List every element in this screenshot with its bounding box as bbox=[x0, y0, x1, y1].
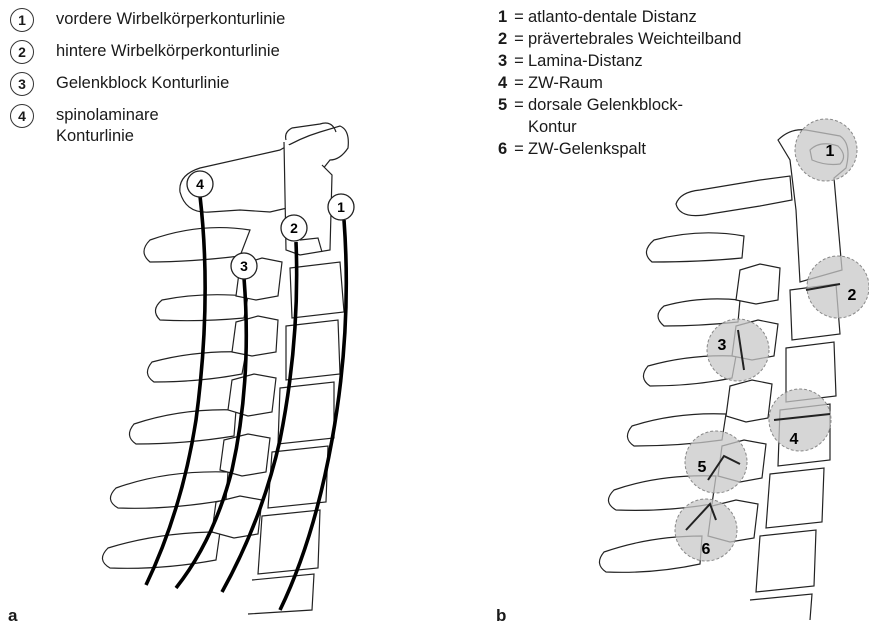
marker-a-1-label: 1 bbox=[337, 199, 345, 215]
panel-label-a: a bbox=[8, 606, 17, 626]
marker-a-2-label: 2 bbox=[290, 220, 298, 236]
atlas-b bbox=[676, 176, 792, 216]
panel-label-b: b bbox=[496, 606, 506, 626]
marker-a-1: 1 bbox=[328, 194, 354, 220]
region-b-1-label: 1 bbox=[826, 143, 835, 160]
region-b-3-label: 3 bbox=[718, 337, 727, 354]
marker-a-4-label: 4 bbox=[196, 176, 204, 192]
region-b-2-label: 2 bbox=[848, 287, 857, 304]
region-b-1: 1 bbox=[795, 119, 857, 181]
marker-a-2: 2 bbox=[281, 215, 307, 241]
marker-a-3-label: 3 bbox=[240, 258, 248, 274]
cervical-spine-b: 1 2 3 4 5 6 bbox=[599, 119, 869, 620]
region-b-6-label: 6 bbox=[702, 541, 711, 558]
marker-a-3: 3 bbox=[231, 253, 257, 279]
region-b-4-label: 4 bbox=[790, 431, 799, 448]
region-b-5: 5 bbox=[685, 431, 747, 493]
region-b-3: 3 bbox=[707, 319, 769, 381]
region-b-6: 6 bbox=[675, 499, 737, 561]
cervical-spine-a: 4 3 2 1 bbox=[102, 123, 354, 614]
region-b-4: 4 bbox=[769, 389, 831, 451]
marker-a-4: 4 bbox=[187, 171, 213, 197]
region-b-5-label: 5 bbox=[698, 459, 707, 476]
